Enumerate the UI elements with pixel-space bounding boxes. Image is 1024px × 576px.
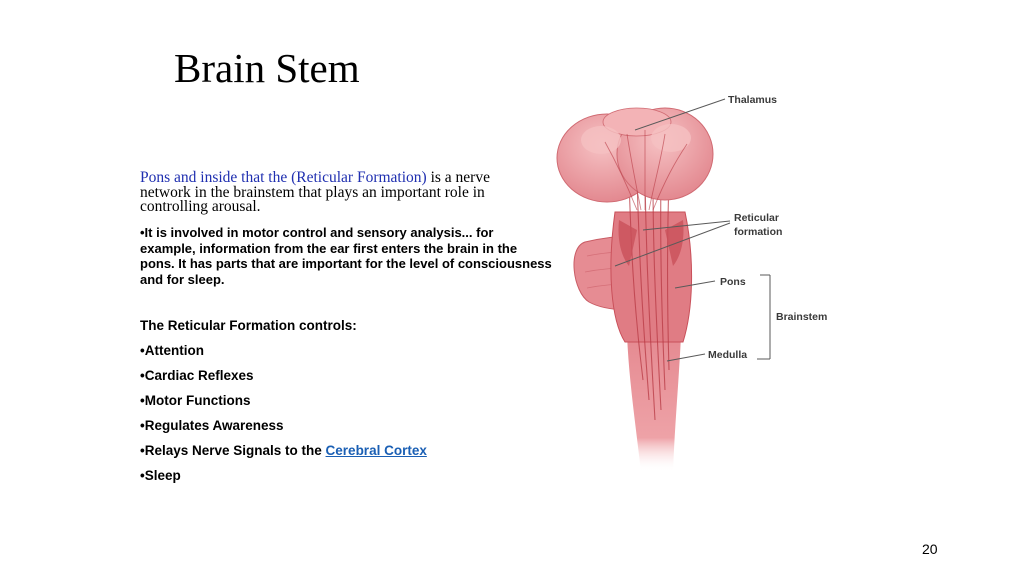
- page-number: 20: [922, 541, 938, 557]
- label-medulla: Medulla: [708, 349, 747, 361]
- leader-lines: [614, 98, 771, 362]
- list-item-cardiac-reflexes: •Cardiac Reflexes: [140, 368, 254, 383]
- intro-highlight: Pons and inside that the (Reticular Form…: [140, 169, 427, 186]
- label-brainstem: Brainstem: [776, 311, 827, 323]
- label-thalamus: Thalamus: [728, 94, 777, 106]
- slide-title: Brain Stem: [174, 45, 360, 91]
- relay-prefix: •Relays Nerve Signals to the: [140, 443, 326, 458]
- intro-rest: is a nerve network in the brainstem that…: [140, 169, 490, 215]
- cerebral-cortex-link[interactable]: Cerebral Cortex: [325, 443, 427, 458]
- controls-list: •Attention •Cardiac Reflexes •Motor Func…: [140, 342, 427, 492]
- detail-paragraph: •It is involved in motor control and sen…: [140, 225, 552, 287]
- controls-heading: The Reticular Formation controls:: [140, 318, 357, 333]
- list-item-motor-functions: •Motor Functions: [140, 393, 251, 408]
- list-item-regulates-awareness: •Regulates Awareness: [140, 418, 284, 433]
- list-item-sleep: •Sleep: [140, 468, 181, 483]
- intro-paragraph: Pons and inside that the (Reticular Form…: [140, 169, 535, 215]
- label-pons: Pons: [720, 276, 746, 288]
- list-item-relays-nerve-signals: •Relays Nerve Signals to the Cerebral Co…: [140, 442, 427, 467]
- list-item-attention: •Attention: [140, 343, 204, 358]
- label-formation: formation: [734, 226, 782, 238]
- brainstem-illustration: Thalamus Reticular formation Pons Medull…: [556, 94, 827, 472]
- label-reticular: Reticular: [734, 212, 779, 224]
- fiber-tracts: [628, 179, 670, 421]
